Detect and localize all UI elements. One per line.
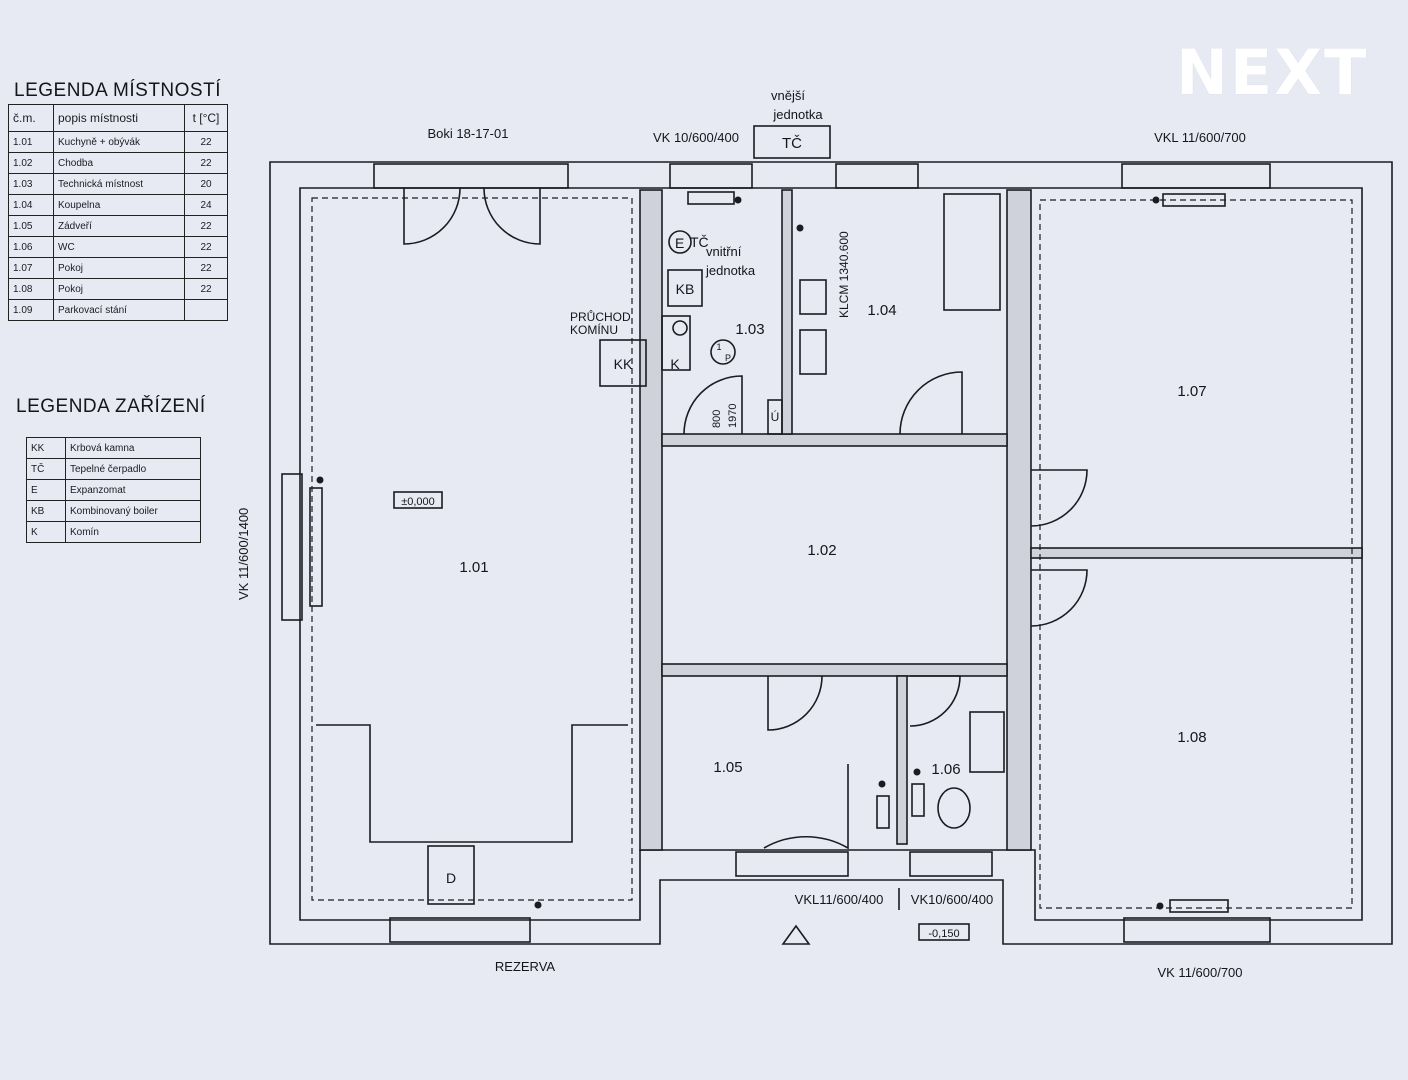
plan-label: Ú	[771, 409, 780, 424]
plan-label: TČ	[690, 234, 709, 250]
plan-label: vnější	[771, 88, 805, 103]
room-label: 1.04	[867, 302, 896, 319]
plan-label: 1	[716, 342, 721, 352]
device-legend-cell: Komín	[65, 521, 201, 543]
plan-label: K	[670, 356, 680, 372]
plan-label: ±0,000	[401, 496, 435, 508]
plan-label: KK	[614, 356, 633, 372]
plan-label: VK 11/600/700	[1157, 965, 1242, 980]
outer-wall	[269, 161, 1393, 945]
plan-label: TČ	[782, 135, 802, 152]
plan-label: D	[446, 870, 456, 886]
plan-label: VKL 11/600/700	[1154, 130, 1246, 145]
room-legend-header-row: č.m. popis místnosti t [°C]	[8, 104, 228, 132]
plan-label: 1970	[727, 404, 739, 428]
plan-label: jednotka	[772, 107, 823, 122]
next-logo: NEXT	[1176, 36, 1369, 109]
plan-label: P	[725, 353, 731, 363]
plan-label: E	[675, 235, 684, 251]
room-label: 1.03	[735, 321, 764, 338]
room-label: 1.02	[807, 542, 836, 559]
room-legend-cell	[184, 299, 228, 321]
plan-label: jednotka	[705, 263, 756, 278]
room-legend-title: LEGENDA MÍSTNOSTÍ	[14, 80, 221, 101]
plan-label: -0,150	[928, 928, 959, 940]
device-legend-title: LEGENDA ZAŘÍZENÍ	[16, 396, 206, 417]
plan-label: VKL11/600/400	[795, 892, 884, 907]
room-label: 1.06	[931, 761, 960, 778]
plan-label: KB	[676, 281, 695, 297]
plan-label: PRŮCHOD	[570, 309, 631, 324]
device-legend-cell: Kombinovaný boiler	[65, 500, 201, 522]
room-label: 1.01	[459, 559, 488, 576]
room-label: 1.05	[713, 759, 742, 776]
plan-label: VK 11/600/1400	[236, 508, 251, 600]
plan-label: VK 10/600/400	[653, 130, 739, 145]
plan-label: VK10/600/400	[911, 892, 993, 907]
room-label: 1.08	[1177, 729, 1206, 746]
inner-wall-line	[299, 187, 1363, 921]
plan-label: 800	[711, 410, 723, 428]
plan-label: vnitřní	[706, 244, 742, 259]
plan-label: REZERVA	[495, 959, 556, 974]
plan-label: Boki 18-17-01	[428, 126, 509, 141]
room-label: 1.07	[1177, 383, 1206, 400]
plan-label: KOMÍNU	[570, 322, 618, 337]
plan-label: KLCM 1340.600	[837, 231, 851, 318]
